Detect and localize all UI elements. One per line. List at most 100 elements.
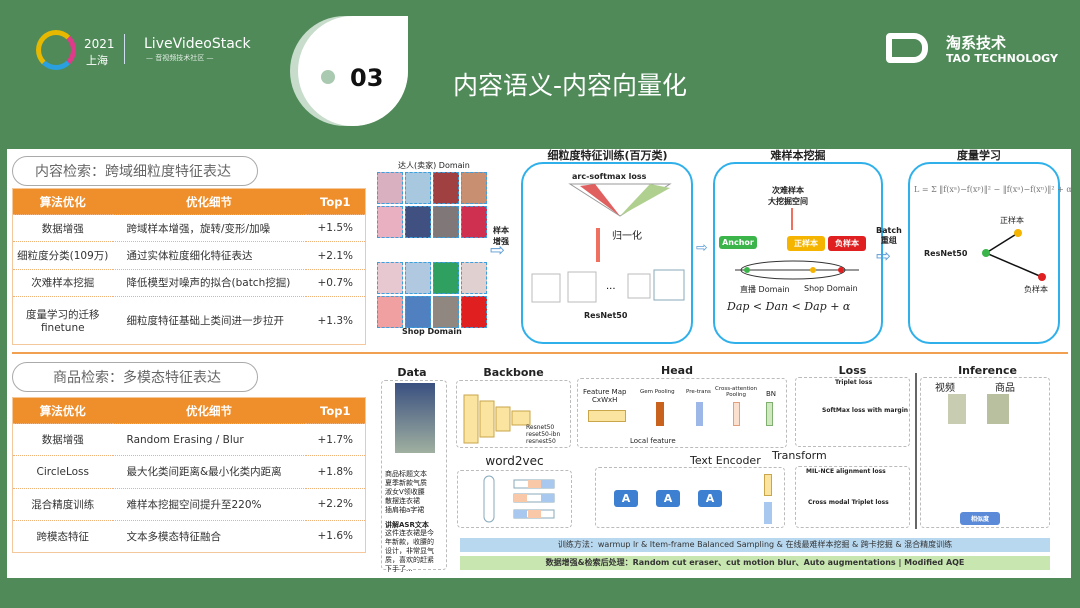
product-title-text: 商品标题文本 夏季新款气质 淑女V领收腰 散摆连衣裙 插肩袖a字裙: [385, 470, 427, 514]
text-encoder-title: Text Encoder: [690, 454, 761, 467]
stage3-box: [908, 162, 1060, 344]
hard-sample-note: 次难样本 大挖掘空间: [768, 186, 808, 206]
table-row: 次难样本挖掘降低模型对噪声的拟合(batch挖掘)+0.7%: [12, 268, 366, 297]
company-name-cn: 淘系技术: [946, 34, 1007, 52]
pre-trans-block: [696, 402, 703, 426]
anchor-tag: Anchor: [719, 236, 757, 249]
cross-attention-block: [733, 402, 740, 426]
stage2-box: [713, 162, 883, 344]
margin-formula: Dap < Dan < Dap + α: [727, 300, 851, 313]
feature-map-block: [588, 410, 626, 422]
column-header: 算法优化: [12, 188, 113, 215]
video-image: [948, 394, 966, 424]
normalize-label: 归一化: [612, 231, 642, 242]
text-encoder-box: [595, 467, 785, 528]
stage3-negative: 负样本: [1024, 285, 1048, 294]
brand-logo: LiveVideoStack: [144, 36, 251, 52]
stage3-title: 度量学习: [957, 149, 1001, 162]
stage3-backbone: ResNet50: [924, 249, 968, 258]
double-arrow-icon: [791, 208, 793, 230]
column-header: 算法优化: [12, 397, 113, 424]
gem-pooling-block: [656, 402, 664, 426]
mil-nce-loss: MIL-NCE alignment loss: [806, 468, 886, 475]
bn-block: [766, 402, 773, 426]
softmax-loss: SoftMax loss with margin: [822, 407, 909, 414]
section-number: 03: [350, 64, 384, 92]
company-name-en: TAO TECHNOLOGY: [946, 52, 1058, 65]
local-feature-label: Local feature: [630, 437, 676, 445]
loss-box-bottom: [795, 466, 910, 528]
resnet-blocks: ···: [531, 269, 685, 303]
positive-tag: 正样本: [787, 236, 825, 251]
inference-product: 商品: [995, 383, 1015, 394]
triplet-loss: Triplet loss: [835, 379, 873, 386]
domain-shop-label: Shop Domain: [804, 284, 858, 293]
metric-learning-graph: [982, 229, 1046, 281]
backbone-blocks: [463, 394, 531, 444]
event-year: 2021: [84, 37, 115, 51]
table-row: 跨模态特征文本多模态特征融合+1.6%: [12, 519, 366, 553]
table-row: 混合精度训练难样本挖掘空间提升至220%+2.2%: [12, 487, 366, 521]
backbone-box: [456, 380, 571, 448]
up-arrow-icon: [596, 228, 600, 262]
word2vec-vectors: [483, 475, 555, 523]
metric-loss-formula: L = Σ ‖f(xᵃ)−f(xᵖ)‖² − ‖f(xᵃ)−f(xⁿ)‖² + …: [914, 185, 1072, 194]
loss-label: arc-softmax loss: [572, 172, 647, 181]
inference-divider: [915, 373, 917, 529]
arrow-right-icon: ⇨: [696, 240, 708, 256]
data-images: [395, 383, 435, 453]
page-title: 内容语义-内容向量化: [453, 71, 688, 100]
text-feature-block: [764, 502, 772, 524]
loss-box-top: [795, 377, 910, 447]
arrow-right-icon: ⇨: [876, 246, 892, 267]
word2vec-title: word2vec: [485, 454, 544, 468]
column-header: 优化细节: [112, 397, 306, 424]
stage1-backbone: ResNet50: [584, 311, 628, 320]
similarity-block: 相似度: [960, 512, 1000, 525]
loss-title: Loss: [838, 364, 867, 377]
cross-modal-triplet-loss: Cross modal Triplet loss: [808, 499, 889, 506]
product-image: [987, 394, 1009, 424]
domain-a-label: 达人(卖家) Domain: [398, 161, 470, 170]
product-retrieval-title: 商品检索：多模态特征表达: [12, 362, 258, 392]
section-badge: [298, 16, 408, 126]
table-row: 细粒度分类(109万)通过实体粒度细化特征表达+2.1%: [12, 241, 366, 270]
asr-title: 讲解ASR文本: [385, 521, 429, 529]
column-header: 优化细节: [112, 188, 306, 215]
event-city: 上海: [86, 54, 108, 67]
arrow-right-icon: ⇨: [490, 240, 506, 261]
data-box: [381, 380, 447, 570]
header-divider: [124, 34, 125, 64]
domain-b-label: Shop Domain: [402, 327, 462, 336]
head-bn: BN: [766, 390, 777, 398]
rnn-cell: A: [656, 490, 680, 507]
domain-live-label: 直播 Domain: [740, 285, 790, 294]
stage2-title: 难样本挖掘: [770, 149, 826, 162]
event-logo: [36, 30, 76, 70]
arc-softmax-fan: [568, 183, 672, 217]
batch-label: Batch 重组: [876, 226, 902, 245]
rnn-cell: A: [614, 490, 638, 507]
brand-subtitle: — 音视频技术社区 —: [146, 54, 214, 62]
rnn-cell: A: [698, 490, 722, 507]
head-gem-pooling: Gem Pooling: [640, 389, 675, 395]
head-feature-map: Feature Map CxWxH: [583, 388, 627, 404]
text-feature-block: [764, 474, 772, 496]
head-pre-trans: Pre-trans: [686, 389, 711, 395]
negative-tag: 负样本: [828, 236, 866, 251]
postprocess-bar: 数据增强&检索后处理：Random cut eraser、cut motion …: [460, 556, 1050, 570]
inference-video: 视频: [935, 383, 955, 394]
domain-ellipse: [735, 260, 859, 280]
word2vec-box: [457, 470, 572, 528]
asr-text: 这件连衣裙是今 年新款，收腰的 设计，非常显气 质，喜欢的赶紧 下手了...: [385, 529, 434, 573]
data-title: Data: [397, 366, 427, 379]
head-cross-attention: Cross-attention Pooling: [715, 386, 758, 398]
head-title: Head: [661, 364, 693, 377]
augment-label: 样本增强: [493, 226, 509, 246]
content-retrieval-title: 内容检索：跨域细粒度特征表达: [12, 156, 258, 186]
